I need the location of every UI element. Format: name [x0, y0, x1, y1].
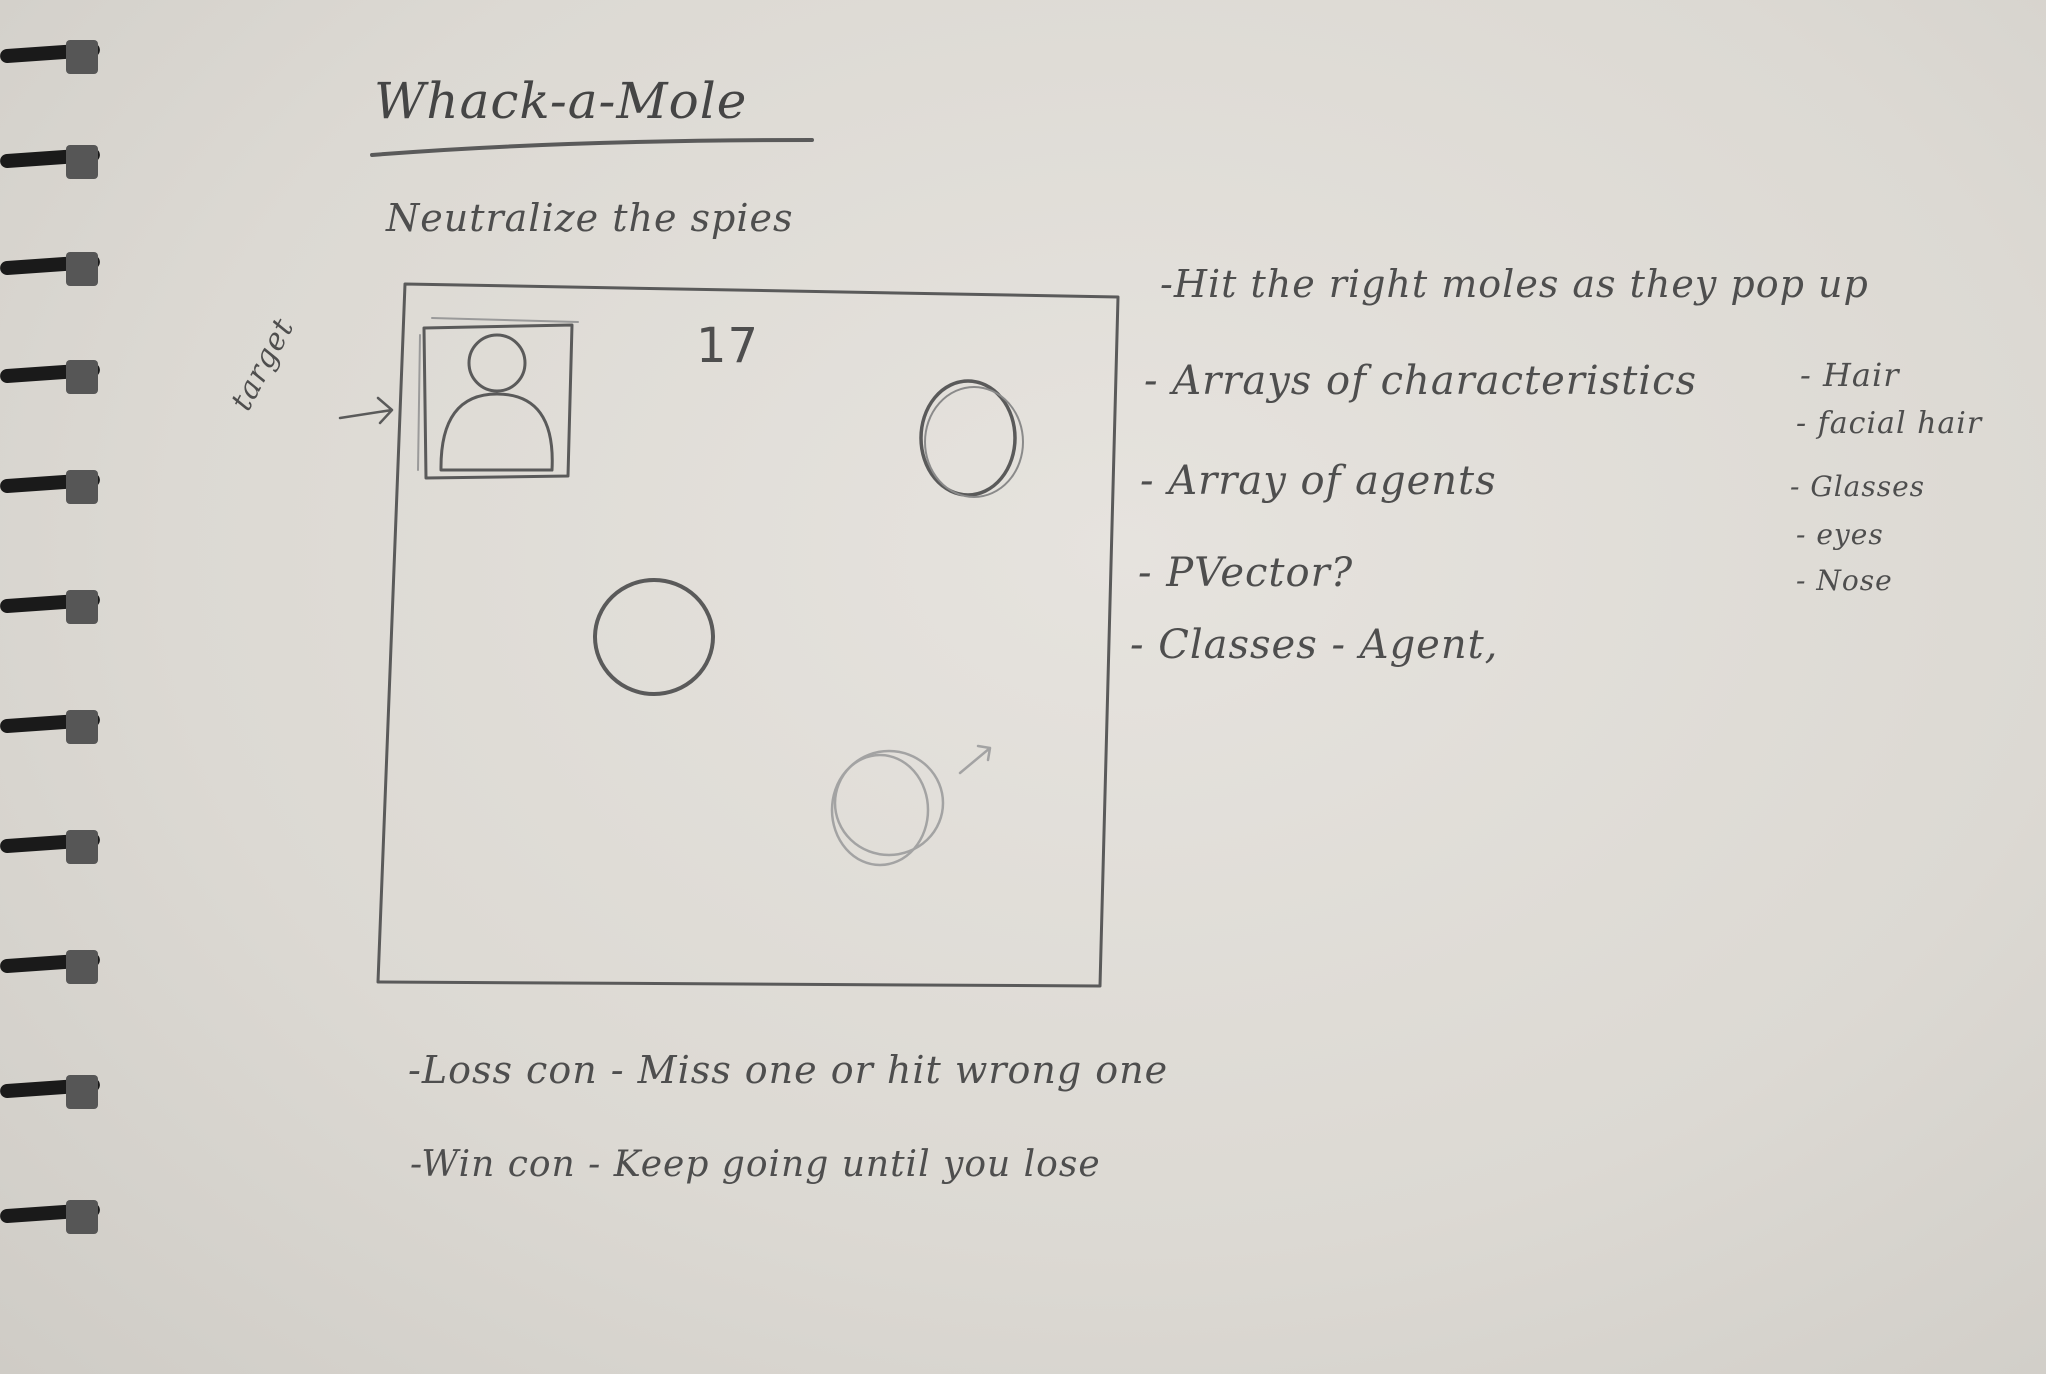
note-item: - Array of agents — [1140, 458, 1497, 504]
note-item: -Hit the right moles as they pop up — [1160, 262, 1869, 306]
note-item: - Arrays of characteristics — [1144, 358, 1698, 404]
characteristic-item: - eyes — [1796, 518, 1884, 551]
mole-bottom-faint — [830, 744, 992, 867]
characteristic-item: - Glasses — [1790, 470, 1926, 503]
mole-top-right — [919, 379, 1024, 498]
game-board-frame — [376, 282, 1120, 988]
characteristic-item: - facial hair — [1796, 406, 1983, 441]
characteristic-item: - Hair — [1800, 356, 1900, 394]
characteristic-item: - Nose — [1796, 564, 1893, 597]
subtitle: Neutralize the spies — [386, 196, 794, 240]
target-portrait — [417, 317, 579, 480]
win-condition: -Win con - Keep going until you lose — [410, 1144, 1101, 1185]
page-title: Whack-a-Mole — [374, 72, 748, 130]
loss-condition: -Loss con - Miss one or hit wrong one — [408, 1048, 1169, 1092]
score-counter: 17 — [696, 318, 760, 374]
note-item: - PVector? — [1138, 550, 1354, 596]
title-underline — [370, 138, 814, 157]
note-item: - Classes - Agent, — [1130, 622, 1499, 668]
mole-middle — [593, 578, 715, 696]
target-arrow — [338, 396, 394, 425]
